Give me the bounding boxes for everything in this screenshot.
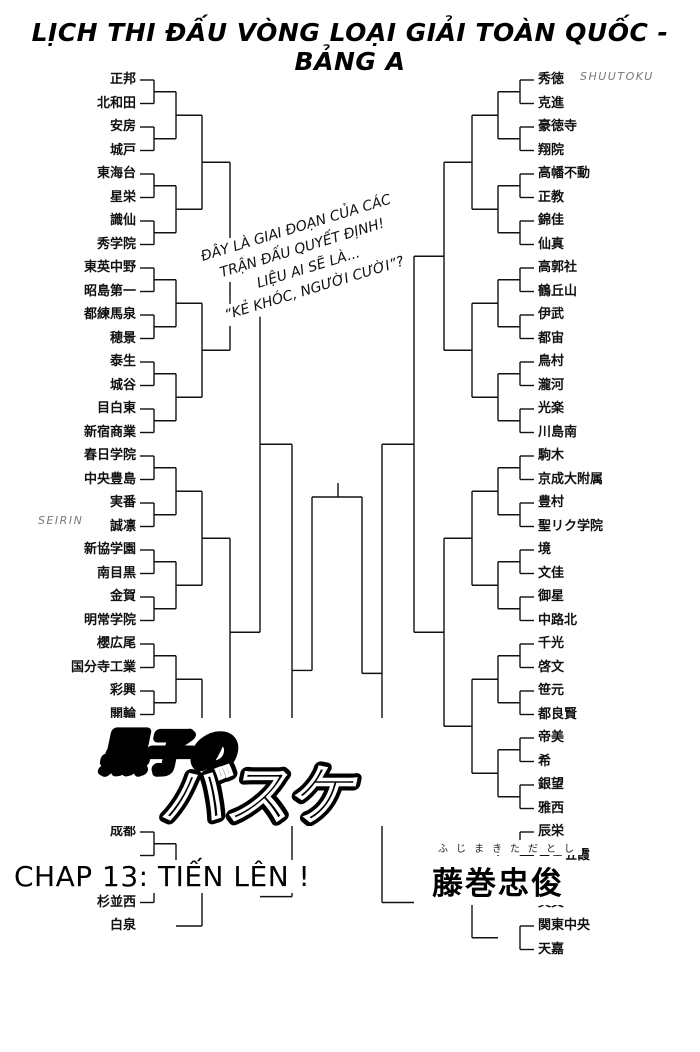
team-name: 開輪: [109, 706, 136, 722]
team-name: 光楽: [538, 401, 565, 416]
team-name: 境: [538, 542, 552, 557]
team-name: 城谷: [109, 377, 136, 393]
team-name: 目白東: [96, 401, 136, 416]
team-name: 豪徳寺: [538, 119, 578, 134]
team-name: 千光: [538, 636, 565, 651]
team-name: 春日学院: [83, 448, 136, 463]
logo-line2-outline: バスケ: [157, 760, 365, 826]
team-name: 正教: [538, 189, 565, 205]
team-name: 翔院: [538, 142, 565, 158]
team-name: 誠凛: [109, 518, 136, 534]
team-name: 伊武: [538, 307, 565, 322]
team-name: 辰栄: [538, 824, 565, 839]
team-name: 希: [538, 753, 552, 769]
team-name: 高幡不動: [538, 166, 591, 181]
logo-line2: バスケ: [157, 760, 365, 826]
team-name: 星栄: [109, 189, 136, 205]
team-name: 雅西: [538, 800, 565, 816]
shutoku-label: SHUUTOKU: [580, 70, 654, 83]
team-name: 御星: [538, 589, 565, 604]
team-name: 杉並西: [96, 894, 136, 910]
team-name: 聖リク学院: [538, 518, 604, 534]
team-name: 秀学院: [96, 236, 136, 252]
team-name: 白泉: [109, 918, 136, 933]
team-name: 都宙: [538, 330, 565, 346]
team-name: 高郭社: [538, 260, 578, 275]
team-name: 彩興: [109, 683, 136, 698]
team-name: 安房: [109, 119, 136, 134]
author-furigana: ふじまきただとし: [438, 840, 582, 855]
series-logo: 黒子の 黒子の バスケ バスケ: [72, 718, 422, 826]
team-name: 実番: [109, 495, 136, 510]
team-name: 鳥村: [538, 354, 565, 369]
team-name: 昭島第一: [83, 283, 136, 299]
team-name: 国分寺工業: [70, 659, 136, 675]
chapter-title: CHAP 13: TIẾN LÊN !: [14, 860, 317, 893]
team-name: 鶴丘山: [538, 283, 578, 299]
page-title: LỊCH THI ĐẤU VÒNG LOẠI GIẢI TOÀN QUỐC - …: [31, 18, 669, 76]
team-name: 識仙: [109, 213, 136, 228]
team-name: 金賀: [109, 589, 136, 604]
team-name: 穂景: [109, 330, 136, 346]
team-name: 中央豊島: [83, 471, 136, 487]
team-name: 秀徳: [538, 72, 565, 87]
team-name: 笹元: [538, 683, 565, 698]
team-name: 明常学院: [83, 612, 136, 628]
author-name: 藤巻忠俊: [430, 856, 566, 905]
team-name: 天嘉: [538, 941, 565, 957]
team-name: 川島南: [538, 424, 578, 440]
team-name: 南目黒: [96, 565, 136, 581]
team-name: 東海台: [96, 166, 136, 181]
team-name: 北和田: [96, 95, 136, 111]
team-name: 新宿商業: [83, 424, 136, 440]
team-name: 関東中央: [538, 918, 591, 933]
team-name: 克進: [538, 95, 565, 111]
team-name: 都良賢: [538, 706, 578, 722]
team-name: 啓文: [538, 659, 565, 675]
logo-line1-outline: 黒子の: [99, 728, 242, 778]
team-name: 都練馬泉: [83, 307, 136, 322]
team-name: 中路北: [538, 612, 578, 628]
team-name: 瀧河: [538, 377, 565, 393]
team-name: 城戸: [109, 142, 136, 158]
team-name: 泰生: [109, 354, 136, 369]
team-name: 仙真: [538, 236, 565, 252]
team-name: 正邦: [109, 72, 136, 87]
team-name: 文佳: [538, 565, 565, 581]
team-name: 成都: [109, 824, 136, 839]
team-name: 帝美: [538, 730, 565, 745]
team-name: 錦佳: [538, 213, 565, 228]
team-name: 京成大附属: [538, 471, 604, 487]
team-name: 豊村: [538, 495, 565, 510]
team-name: 櫻広尾: [96, 636, 136, 651]
team-name: 新協学園: [83, 542, 136, 557]
team-name: 銀望: [538, 777, 565, 792]
team-name: 東英中野: [83, 260, 136, 275]
team-name: 駒木: [538, 448, 565, 463]
seirin-label: SEIRIN: [38, 514, 84, 527]
logo-line1: 黒子の: [99, 728, 242, 778]
